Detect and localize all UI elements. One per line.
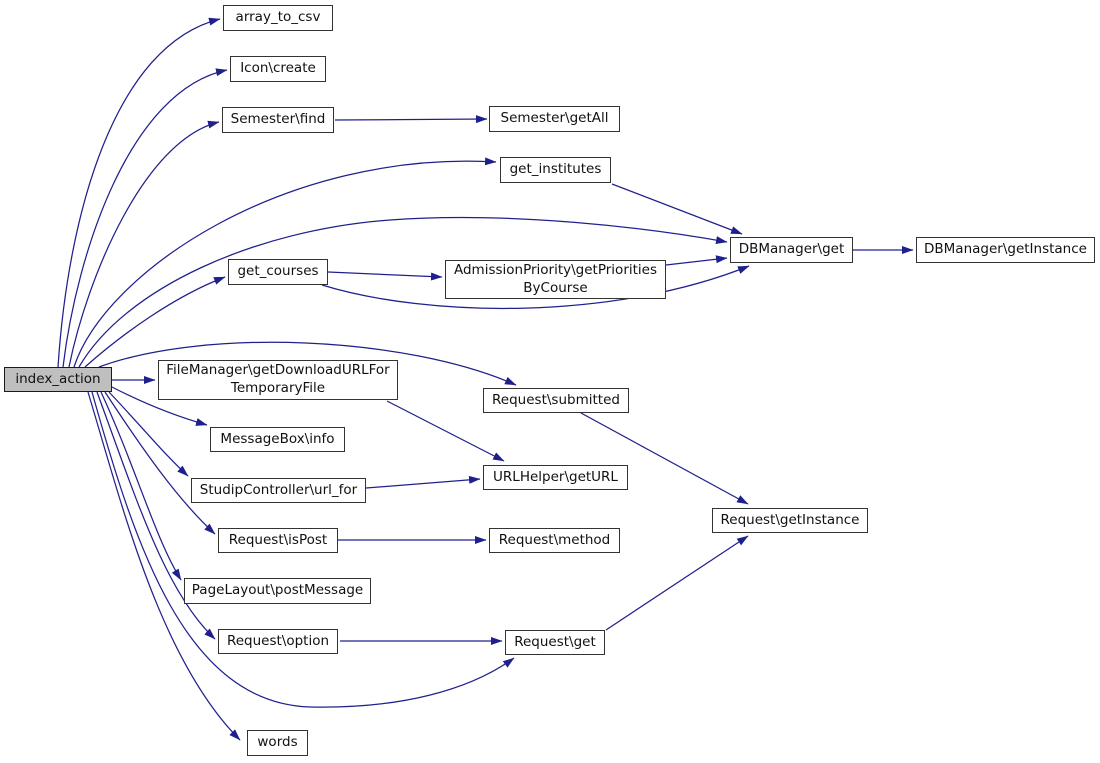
node-icon-create[interactable]: Icon\create [230,56,326,82]
edge-get-courses-to-dbmanager-get [321,265,750,310]
node-filemanager-getdownloadurl[interactable]: FileManager\getDownloadURLFor TemporaryF… [158,360,398,400]
edge-request-submitted-to-request-getinstance [580,412,749,505]
edge-index-action-to-words [87,391,241,741]
node-messagebox-info[interactable]: MessageBox\info [210,427,345,452]
node-get-courses[interactable]: get_courses [228,259,328,285]
edge-filemanager-to-urlhelper-geturl [386,400,505,462]
edge-index-action-to-request-submitted [98,341,517,386]
edge-studipcontroller-to-urlhelper-geturl [365,475,481,489]
node-studipcontroller-url-for[interactable]: StudipController\url_for [191,478,366,503]
node-dbmanager-getinstance[interactable]: DBManager\getInstance [916,237,1095,263]
node-get-institutes[interactable]: get_institutes [500,157,611,183]
edge-index-action-to-request-ispost [104,391,216,535]
edge-index-action-to-get-courses [84,276,226,368]
node-urlhelper-geturl[interactable]: URLHelper\getURL [483,465,628,490]
edge-get-courses-to-admission-priorities [327,271,443,281]
edge-index-action-to-request-get [91,391,515,708]
node-request-option[interactable]: Request\option [218,629,338,654]
edge-index-action-to-pagelayout-postmessage [100,391,182,581]
edge-index-action-to-icon-create [62,68,228,368]
edge-index-action-to-messagebox-info [111,386,208,426]
node-array-to-csv[interactable]: array_to_csv [223,5,333,31]
edge-request-get-to-request-getinstance [605,535,749,631]
node-semester-find[interactable]: Semester\find [222,107,334,133]
edge-index-action-to-studipcontroller-url-for [108,391,189,477]
node-dbmanager-get[interactable]: DBManager\get [730,237,853,263]
edge-index-action-to-array-to-csv [57,17,221,368]
node-request-method[interactable]: Request\method [489,528,620,553]
node-index-action[interactable]: index_action [4,367,112,392]
node-semester-getall[interactable]: Semester\getAll [489,106,620,132]
node-admission-priorities[interactable]: AdmissionPriority\getPriorities ByCourse [445,260,666,299]
edge-semester-find-to-semester-getall [334,115,488,124]
node-request-submitted[interactable]: Request\submitted [483,388,629,413]
edge-get-institutes-to-dbmanager-get [611,183,743,235]
edge-index-action-to-request-option [96,391,216,640]
node-request-ispost[interactable]: Request\isPost [218,528,338,553]
node-words[interactable]: words [247,730,308,756]
node-request-getinstance[interactable]: Request\getInstance [712,508,868,533]
edge-index-action-to-dbmanager-get [78,216,728,368]
node-pagelayout-postmessage[interactable]: PageLayout\postMessage [184,578,371,604]
edge-admission-priorities-to-dbmanager-get [665,255,728,266]
edge-index-action-to-get-institutes [73,157,497,368]
edge-index-action-to-semester-find [68,120,220,368]
node-request-get[interactable]: Request\get [505,630,605,655]
